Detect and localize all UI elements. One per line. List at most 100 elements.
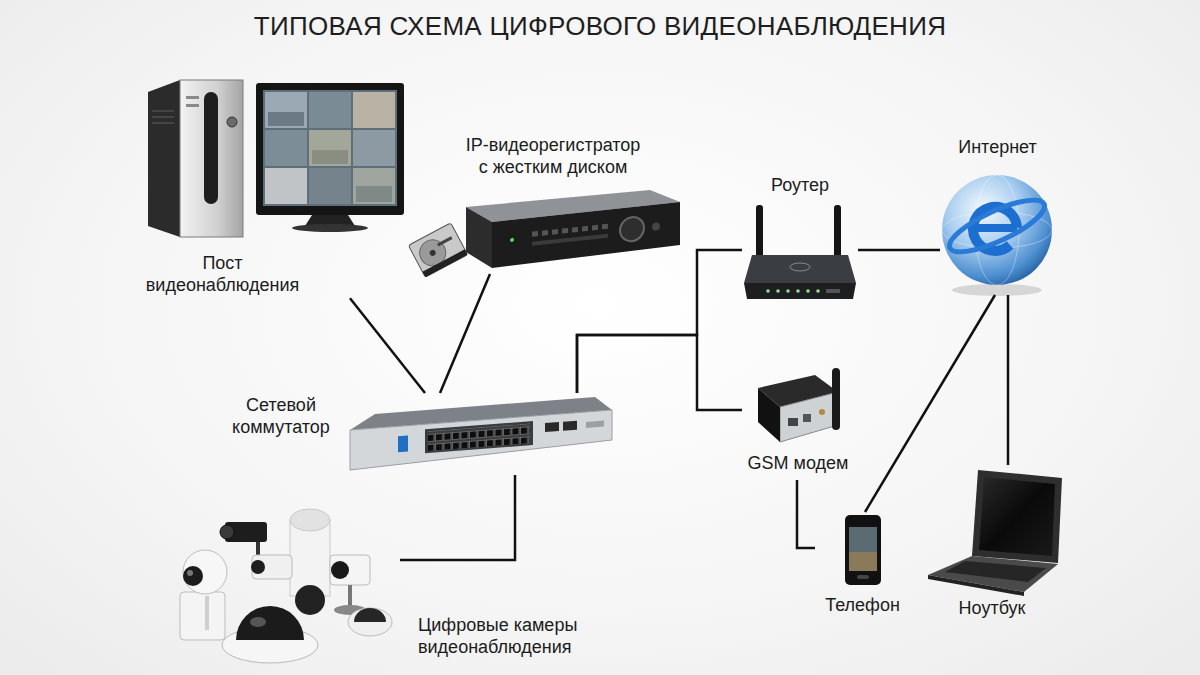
monitor: [263, 90, 397, 206]
device-label: Ноутбук: [922, 598, 1062, 620]
camera-cluster: [295, 585, 325, 615]
laptop: [972, 470, 1062, 563]
video-recorder: [510, 214, 660, 254]
hard-disk: [422, 249, 467, 277]
router: [744, 255, 856, 283]
video-recorder: [620, 216, 644, 243]
camera-cluster: [183, 566, 203, 586]
monitor: [353, 130, 395, 166]
router: [796, 289, 800, 293]
monitor: [356, 186, 392, 202]
video-recorder: [466, 190, 680, 268]
gsm-modem: [819, 409, 825, 415]
device-label: Сетевой коммутатор: [222, 395, 340, 438]
router: [826, 289, 840, 293]
camera-cluster: [330, 555, 370, 585]
hard-disk: [408, 223, 467, 277]
connector-line: [577, 335, 742, 410]
connector-line: [577, 250, 742, 393]
phone: [845, 515, 881, 585]
device-label: Интернет: [940, 137, 1055, 159]
camera-cluster: [348, 585, 352, 607]
monitor: [256, 83, 404, 215]
device-label: GSM модем: [742, 453, 854, 475]
network-switch: [398, 436, 408, 453]
connector-line: [797, 480, 815, 548]
monitoring-station: Пост видеонаблюдения: [135, 78, 410, 298]
pc-tower: [148, 80, 180, 237]
video-recorder: [582, 226, 588, 232]
monitor: [265, 130, 307, 166]
router: [744, 205, 856, 299]
switch-node: Сетевой коммутатор: [222, 393, 616, 475]
device-label: Телефон: [815, 595, 910, 617]
laptop: [945, 561, 1046, 582]
connector-line: [440, 274, 490, 393]
gsm-modem: [788, 418, 798, 426]
camera-cluster: [205, 596, 209, 630]
pc-tower: [186, 96, 199, 99]
router: [766, 289, 770, 293]
title-bar: ТИПОВАЯ СХЕМА ЦИФРОВОГО ВИДЕОНАБЛЮДЕНИЯ: [0, 11, 1200, 42]
video-recorder: [510, 238, 514, 242]
monitor: [353, 92, 395, 128]
video-recorder: [532, 231, 538, 237]
pc-tower: [204, 92, 218, 204]
device-label: Роутер: [742, 175, 858, 197]
network-switch: [563, 421, 577, 431]
hard-disk: [429, 249, 437, 257]
camera-cluster: [331, 561, 349, 579]
router: [806, 289, 810, 293]
laptop: [979, 477, 1055, 556]
router: [786, 289, 790, 293]
camera-cluster: [220, 525, 234, 539]
router: [790, 263, 810, 271]
device-label: Пост видеонаблюдения: [135, 253, 310, 296]
phone: [857, 575, 869, 579]
monitor: [265, 92, 307, 128]
camera-cluster: [290, 509, 330, 531]
network-switch: [586, 421, 604, 428]
connector-line: [350, 298, 425, 393]
connector-line: [400, 475, 515, 560]
gsm-modem: [832, 368, 840, 430]
camera-cluster: [180, 592, 225, 640]
camera-cluster: [183, 550, 227, 594]
router: [834, 205, 841, 260]
camera-cluster: [252, 555, 292, 579]
laptop-node: Ноутбук: [922, 465, 1062, 622]
phone: [845, 515, 881, 585]
router: [756, 205, 763, 260]
monitor: [309, 130, 351, 166]
network-switch: [545, 422, 559, 432]
connector-line: [865, 295, 995, 512]
phone: [849, 552, 877, 571]
pc-tower: [148, 80, 243, 237]
camera-cluster: [348, 608, 392, 636]
monitor: [292, 224, 368, 232]
pc-tower: [152, 116, 174, 118]
video-recorder: [492, 202, 680, 268]
video-recorder: [592, 225, 598, 231]
gsm-modem: [780, 392, 838, 442]
gsm-modem-node: GSM модем: [742, 365, 854, 480]
router: [744, 283, 856, 299]
connector-line: [1007, 295, 1010, 465]
network-switch: [350, 410, 612, 470]
network-switch: [398, 416, 604, 456]
video-recorder: [466, 207, 492, 268]
camera-cluster: [251, 560, 265, 574]
internet-globe: [942, 175, 1052, 296]
router: [816, 289, 820, 293]
router: [776, 289, 780, 293]
gsm-modem: [758, 388, 780, 442]
pc-tower: [152, 122, 174, 124]
internet-globe: [942, 175, 1052, 285]
cameras-node: Цифровые камеры видеонаблюдения: [172, 500, 400, 670]
hard-disk: [437, 236, 453, 246]
pc-tower: [180, 80, 243, 237]
monitor: [309, 168, 351, 204]
